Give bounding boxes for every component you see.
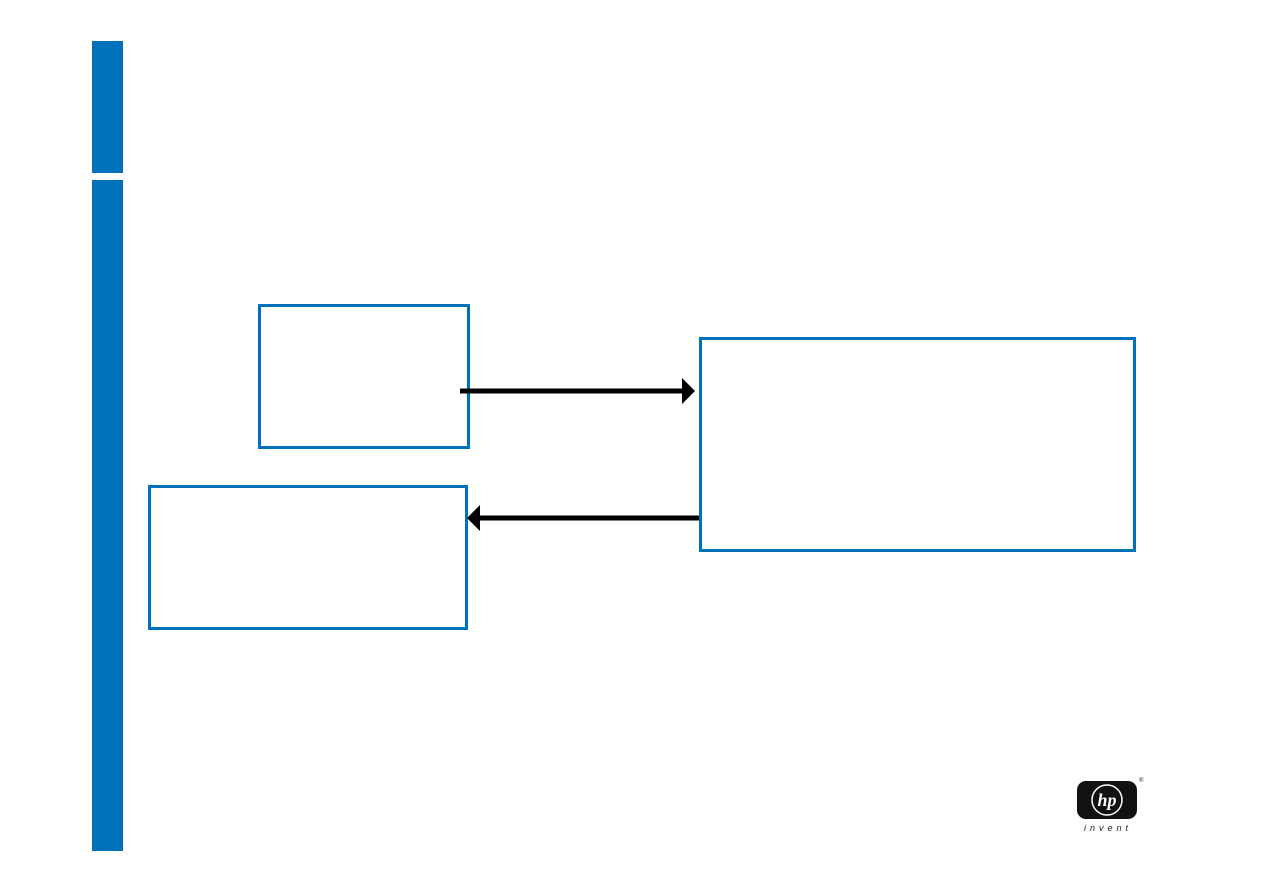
hp-logo-badge: hp bbox=[1077, 781, 1137, 819]
hp-logo-registered: ® bbox=[1139, 778, 1144, 784]
hp-logo-mark: hp bbox=[1091, 784, 1123, 816]
hp-logo: hp ® invent bbox=[1075, 778, 1145, 838]
diagram-box-top-left bbox=[258, 304, 470, 449]
arrow-left bbox=[467, 505, 699, 531]
hp-logo-tagline: invent bbox=[1083, 823, 1133, 833]
hp-logo-brand: hp bbox=[1097, 790, 1116, 810]
accent-bar-top bbox=[92, 41, 123, 173]
accent-bar-main bbox=[92, 180, 123, 851]
diagram-box-right bbox=[699, 337, 1136, 552]
arrow-right bbox=[460, 378, 695, 404]
diagram-box-bottom-left bbox=[148, 485, 468, 630]
